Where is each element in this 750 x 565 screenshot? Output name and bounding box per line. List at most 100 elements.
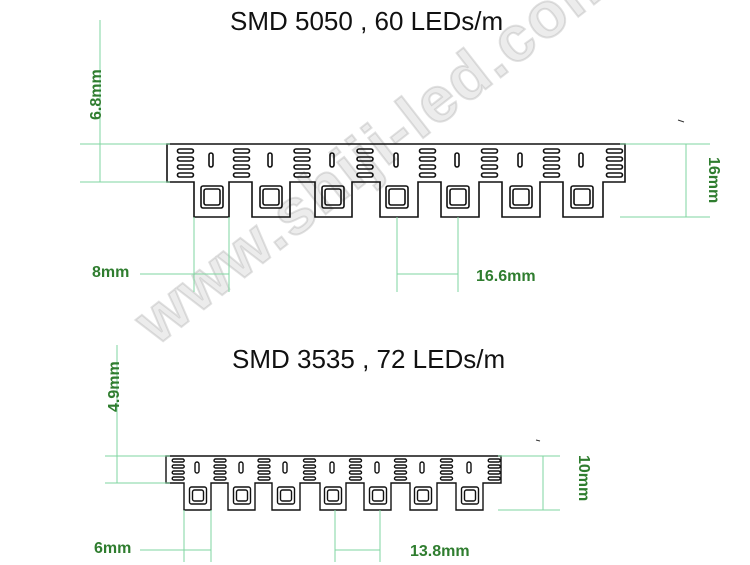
solder-pad bbox=[605, 148, 624, 154]
strip-5050-pads bbox=[176, 148, 624, 178]
led-chip bbox=[413, 486, 433, 505]
solder-pad bbox=[213, 458, 227, 463]
resistor bbox=[466, 461, 472, 474]
led-chip-lens bbox=[463, 489, 477, 502]
solder-pad bbox=[176, 148, 195, 154]
strip-3535-outline bbox=[165, 455, 502, 511]
dimension-lines-3535 bbox=[105, 345, 560, 562]
led-chip bbox=[259, 185, 283, 209]
strip-3535 bbox=[165, 455, 502, 511]
led-chip-body bbox=[188, 486, 208, 505]
solder-pad bbox=[356, 148, 374, 154]
solder-pad bbox=[439, 464, 454, 469]
solder-pad bbox=[171, 458, 185, 463]
solder-pad bbox=[356, 172, 374, 178]
resistor bbox=[374, 461, 380, 474]
led-chip-body bbox=[321, 185, 345, 209]
solder-pad bbox=[356, 156, 374, 162]
led-chip bbox=[323, 486, 343, 505]
dim-3535-pad-width: 6mm bbox=[94, 540, 132, 557]
led-chip-lens bbox=[371, 489, 385, 502]
solder-pad bbox=[356, 164, 374, 170]
led-chip-body bbox=[413, 486, 433, 505]
led-chip-lens bbox=[191, 489, 205, 502]
led-chip bbox=[276, 486, 296, 505]
resistor bbox=[517, 152, 523, 168]
solder-pad bbox=[480, 156, 499, 162]
solder-pad bbox=[232, 156, 251, 162]
led-chip-body bbox=[323, 486, 343, 505]
led-chip-body bbox=[570, 185, 594, 209]
diagram-title-5050: SMD 5050 , 60 LEDs/m bbox=[230, 6, 504, 36]
led-chip bbox=[460, 486, 480, 505]
solder-pad bbox=[171, 470, 185, 475]
diagram-title-3535: SMD 3535 , 72 LEDs/m bbox=[232, 344, 506, 374]
solder-pad bbox=[480, 172, 499, 178]
solder-pad bbox=[302, 464, 317, 469]
led-chip-body bbox=[509, 185, 533, 209]
solder-pad bbox=[348, 464, 363, 469]
led-chip-body bbox=[232, 486, 252, 505]
solder-pad bbox=[487, 458, 501, 463]
led-chip bbox=[321, 185, 345, 209]
led-chip-lens bbox=[512, 188, 530, 206]
solder-pad bbox=[542, 172, 561, 178]
solder-pad bbox=[176, 156, 195, 162]
dim-5050-strip-height: 16mm bbox=[705, 157, 722, 204]
solder-pad bbox=[293, 164, 311, 170]
led-chip bbox=[232, 486, 252, 505]
resistor bbox=[578, 152, 584, 168]
led-chip-body bbox=[200, 185, 224, 209]
solder-pad bbox=[348, 458, 363, 463]
led-chip bbox=[385, 185, 409, 209]
strip-5050-outline bbox=[166, 143, 626, 218]
resistor bbox=[194, 461, 200, 474]
resistor bbox=[419, 461, 425, 474]
dim-3535-led-pitch: 13.8mm bbox=[410, 543, 470, 560]
strip-5050-chips bbox=[200, 185, 594, 209]
solder-pad bbox=[393, 470, 408, 475]
led-chip-body bbox=[259, 185, 283, 209]
solder-pad bbox=[171, 476, 185, 481]
solder-pad bbox=[542, 156, 561, 162]
solder-pad bbox=[542, 148, 561, 154]
led-chip-body bbox=[368, 486, 388, 505]
solder-pad bbox=[480, 148, 499, 154]
solder-pad bbox=[348, 476, 363, 481]
solder-pad bbox=[605, 164, 624, 170]
strip-5050 bbox=[166, 143, 626, 218]
solder-pad bbox=[213, 470, 227, 475]
resistor bbox=[329, 461, 335, 474]
led-chip-lens bbox=[324, 188, 342, 206]
led-chip-lens bbox=[388, 188, 406, 206]
solder-pad bbox=[542, 164, 561, 170]
dimension-lines-5050 bbox=[80, 20, 710, 292]
resistor bbox=[329, 152, 335, 168]
solder-pad bbox=[176, 164, 195, 170]
solder-pad bbox=[487, 464, 501, 469]
solder-pad bbox=[480, 164, 499, 170]
solder-pad bbox=[293, 156, 311, 162]
solder-pad bbox=[232, 164, 251, 170]
led-chip-lens bbox=[203, 188, 221, 206]
strip-3535-pads bbox=[171, 458, 501, 481]
dim-3535-height-above: 4.9mm bbox=[106, 361, 123, 412]
led-chip-body bbox=[460, 486, 480, 505]
solder-pad bbox=[302, 476, 317, 481]
solder-pad bbox=[348, 470, 363, 475]
solder-pad bbox=[393, 458, 408, 463]
led-chip-body bbox=[385, 185, 409, 209]
resistor bbox=[238, 461, 244, 474]
solder-pad bbox=[439, 476, 454, 481]
solder-pad bbox=[293, 172, 311, 178]
solder-pad bbox=[487, 476, 501, 481]
dim-3535-strip-height: 10mm bbox=[575, 455, 592, 502]
led-chip bbox=[368, 486, 388, 505]
led-chip-lens bbox=[573, 188, 591, 206]
dim-5050-pad-width: 8mm bbox=[92, 264, 130, 281]
resistor bbox=[454, 152, 460, 168]
solder-pad bbox=[213, 464, 227, 469]
led-chip bbox=[509, 185, 533, 209]
solder-pad bbox=[171, 464, 185, 469]
